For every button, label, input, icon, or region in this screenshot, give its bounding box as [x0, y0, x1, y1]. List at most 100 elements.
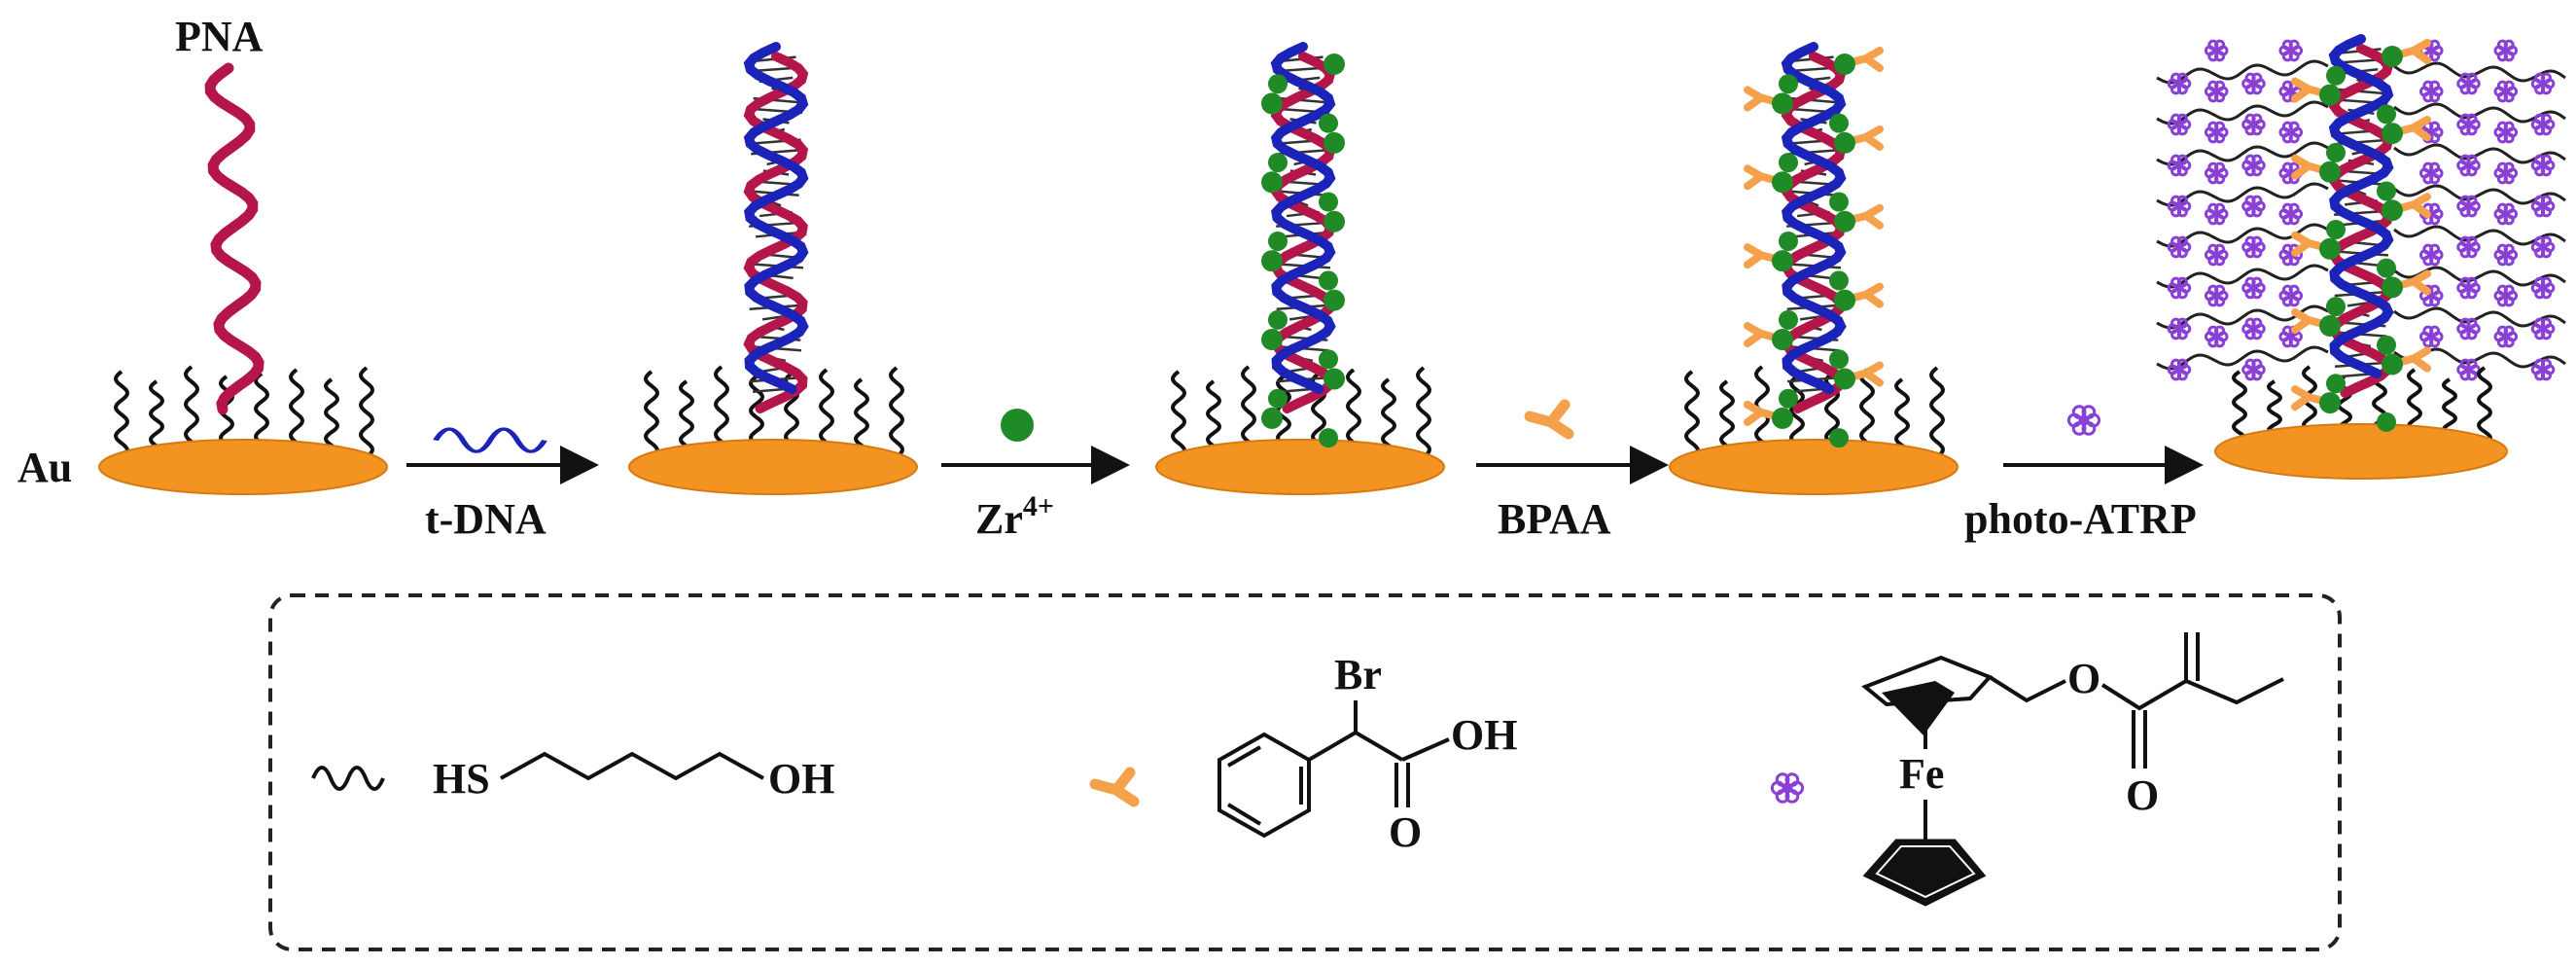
legend-fc-monomer: Fe O O [1770, 632, 2284, 907]
flower-center [2428, 128, 2435, 136]
flower-center [2079, 415, 2089, 425]
zr-ion [2382, 276, 2403, 299]
pendant-monomer [2278, 284, 2304, 307]
fc-fe-text: Fe [1899, 750, 1944, 798]
petal [2176, 72, 2188, 84]
legend-bpaa: Br OH O [1089, 651, 1517, 856]
pendant-monomer [2493, 161, 2519, 185]
gold-substrate [1155, 439, 1445, 495]
pendant-monomer [2456, 72, 2481, 95]
flower-center [2465, 121, 2472, 128]
petal [2540, 72, 2552, 84]
polymer-chain [2393, 143, 2566, 164]
petal [2176, 195, 2188, 206]
pendant-monomer [2167, 195, 2192, 218]
zr-ion [1319, 270, 1338, 291]
flower-center [2465, 202, 2472, 210]
pendant-monomer [2167, 276, 2192, 300]
polymer-chain [2393, 225, 2566, 246]
flower-center [2175, 80, 2183, 88]
petal [1784, 789, 1800, 804]
pendant-monomer [2204, 80, 2229, 103]
flower-center [2428, 251, 2435, 259]
pendant-monomer [2278, 121, 2304, 144]
petal [2503, 243, 2515, 255]
pendant-monomer [2167, 358, 2192, 381]
zr-ion [1829, 270, 1849, 291]
flower-center [2250, 202, 2257, 210]
gold-substrate [2214, 423, 2508, 480]
pendant-monomer [2278, 39, 2304, 62]
petal [2251, 358, 2263, 370]
zr-ion [1829, 192, 1849, 212]
petal [2251, 113, 2263, 125]
flower-center [2502, 333, 2509, 340]
pendant-monomer [2204, 39, 2229, 62]
flower-center [2175, 202, 2183, 210]
flower-center [2428, 333, 2435, 340]
pendant-monomer [2530, 72, 2556, 95]
petal [2288, 161, 2300, 173]
pendant-monomer [2204, 121, 2229, 144]
petal [2466, 154, 2478, 165]
flower-center [2287, 47, 2294, 54]
pna-strand [1270, 52, 1336, 413]
pendant-monomer [2204, 243, 2229, 267]
petal [2466, 235, 2478, 247]
petal [2214, 284, 2226, 296]
photo-atrp-label: photo-ATRP [1964, 495, 2197, 543]
petal [2214, 161, 2226, 173]
petal [1784, 772, 1800, 787]
dna-strand [2328, 34, 2394, 378]
flower-center [2287, 210, 2294, 218]
arrow-t-dna: t-DNA [406, 427, 599, 543]
petal [2503, 284, 2515, 296]
petal [2176, 276, 2188, 288]
petal [2176, 317, 2188, 329]
zr-ion [1834, 131, 1855, 154]
zr-ion [1772, 171, 1793, 194]
petal [2466, 358, 2478, 370]
pendant-monomer [2493, 39, 2519, 62]
sam-wave-icon [311, 766, 385, 791]
flower-center [2502, 88, 2509, 95]
zr-ion [2319, 84, 2341, 106]
pendant-monomer [2167, 317, 2192, 340]
petal [2214, 39, 2226, 51]
pendant-monomer [2493, 80, 2519, 103]
zr-ion [1319, 428, 1338, 448]
flower-center [2213, 292, 2220, 300]
flower-center [2539, 202, 2547, 210]
petal [2503, 325, 2515, 337]
pendant-monomer [2167, 154, 2192, 177]
zr-ion [1268, 153, 1288, 173]
flower-center [2502, 47, 2509, 54]
flower-center [2213, 333, 2220, 340]
fc-o-ester-text: O [2067, 655, 2100, 702]
petal [2176, 358, 2188, 370]
zr-ion [1834, 289, 1855, 311]
zr-ion [1779, 231, 1798, 251]
flower-center [2287, 292, 2294, 300]
pendant-monomer [2241, 154, 2266, 177]
petal [2540, 317, 2552, 329]
hexyl-chain [500, 751, 764, 781]
flower-center [2213, 210, 2220, 218]
zr-ion [1772, 329, 1793, 351]
petal [2251, 195, 2263, 206]
flower-center [2175, 325, 2183, 333]
zr-ion [2319, 161, 2341, 183]
legend-box [268, 593, 2342, 951]
petal [2081, 405, 2097, 419]
fc-o-carbonyl-text: O [2126, 771, 2159, 819]
petal [2429, 202, 2441, 214]
flower-center [2465, 161, 2472, 169]
zr-ion [1261, 171, 1283, 194]
petal [2081, 421, 2097, 436]
petal [2288, 284, 2300, 296]
base-pair [2355, 189, 2367, 197]
polymer-brushes [2156, 39, 2566, 381]
flower-center [2502, 251, 2509, 259]
pendant-monomer [2167, 235, 2192, 259]
phenyl-ring [1217, 732, 1311, 839]
